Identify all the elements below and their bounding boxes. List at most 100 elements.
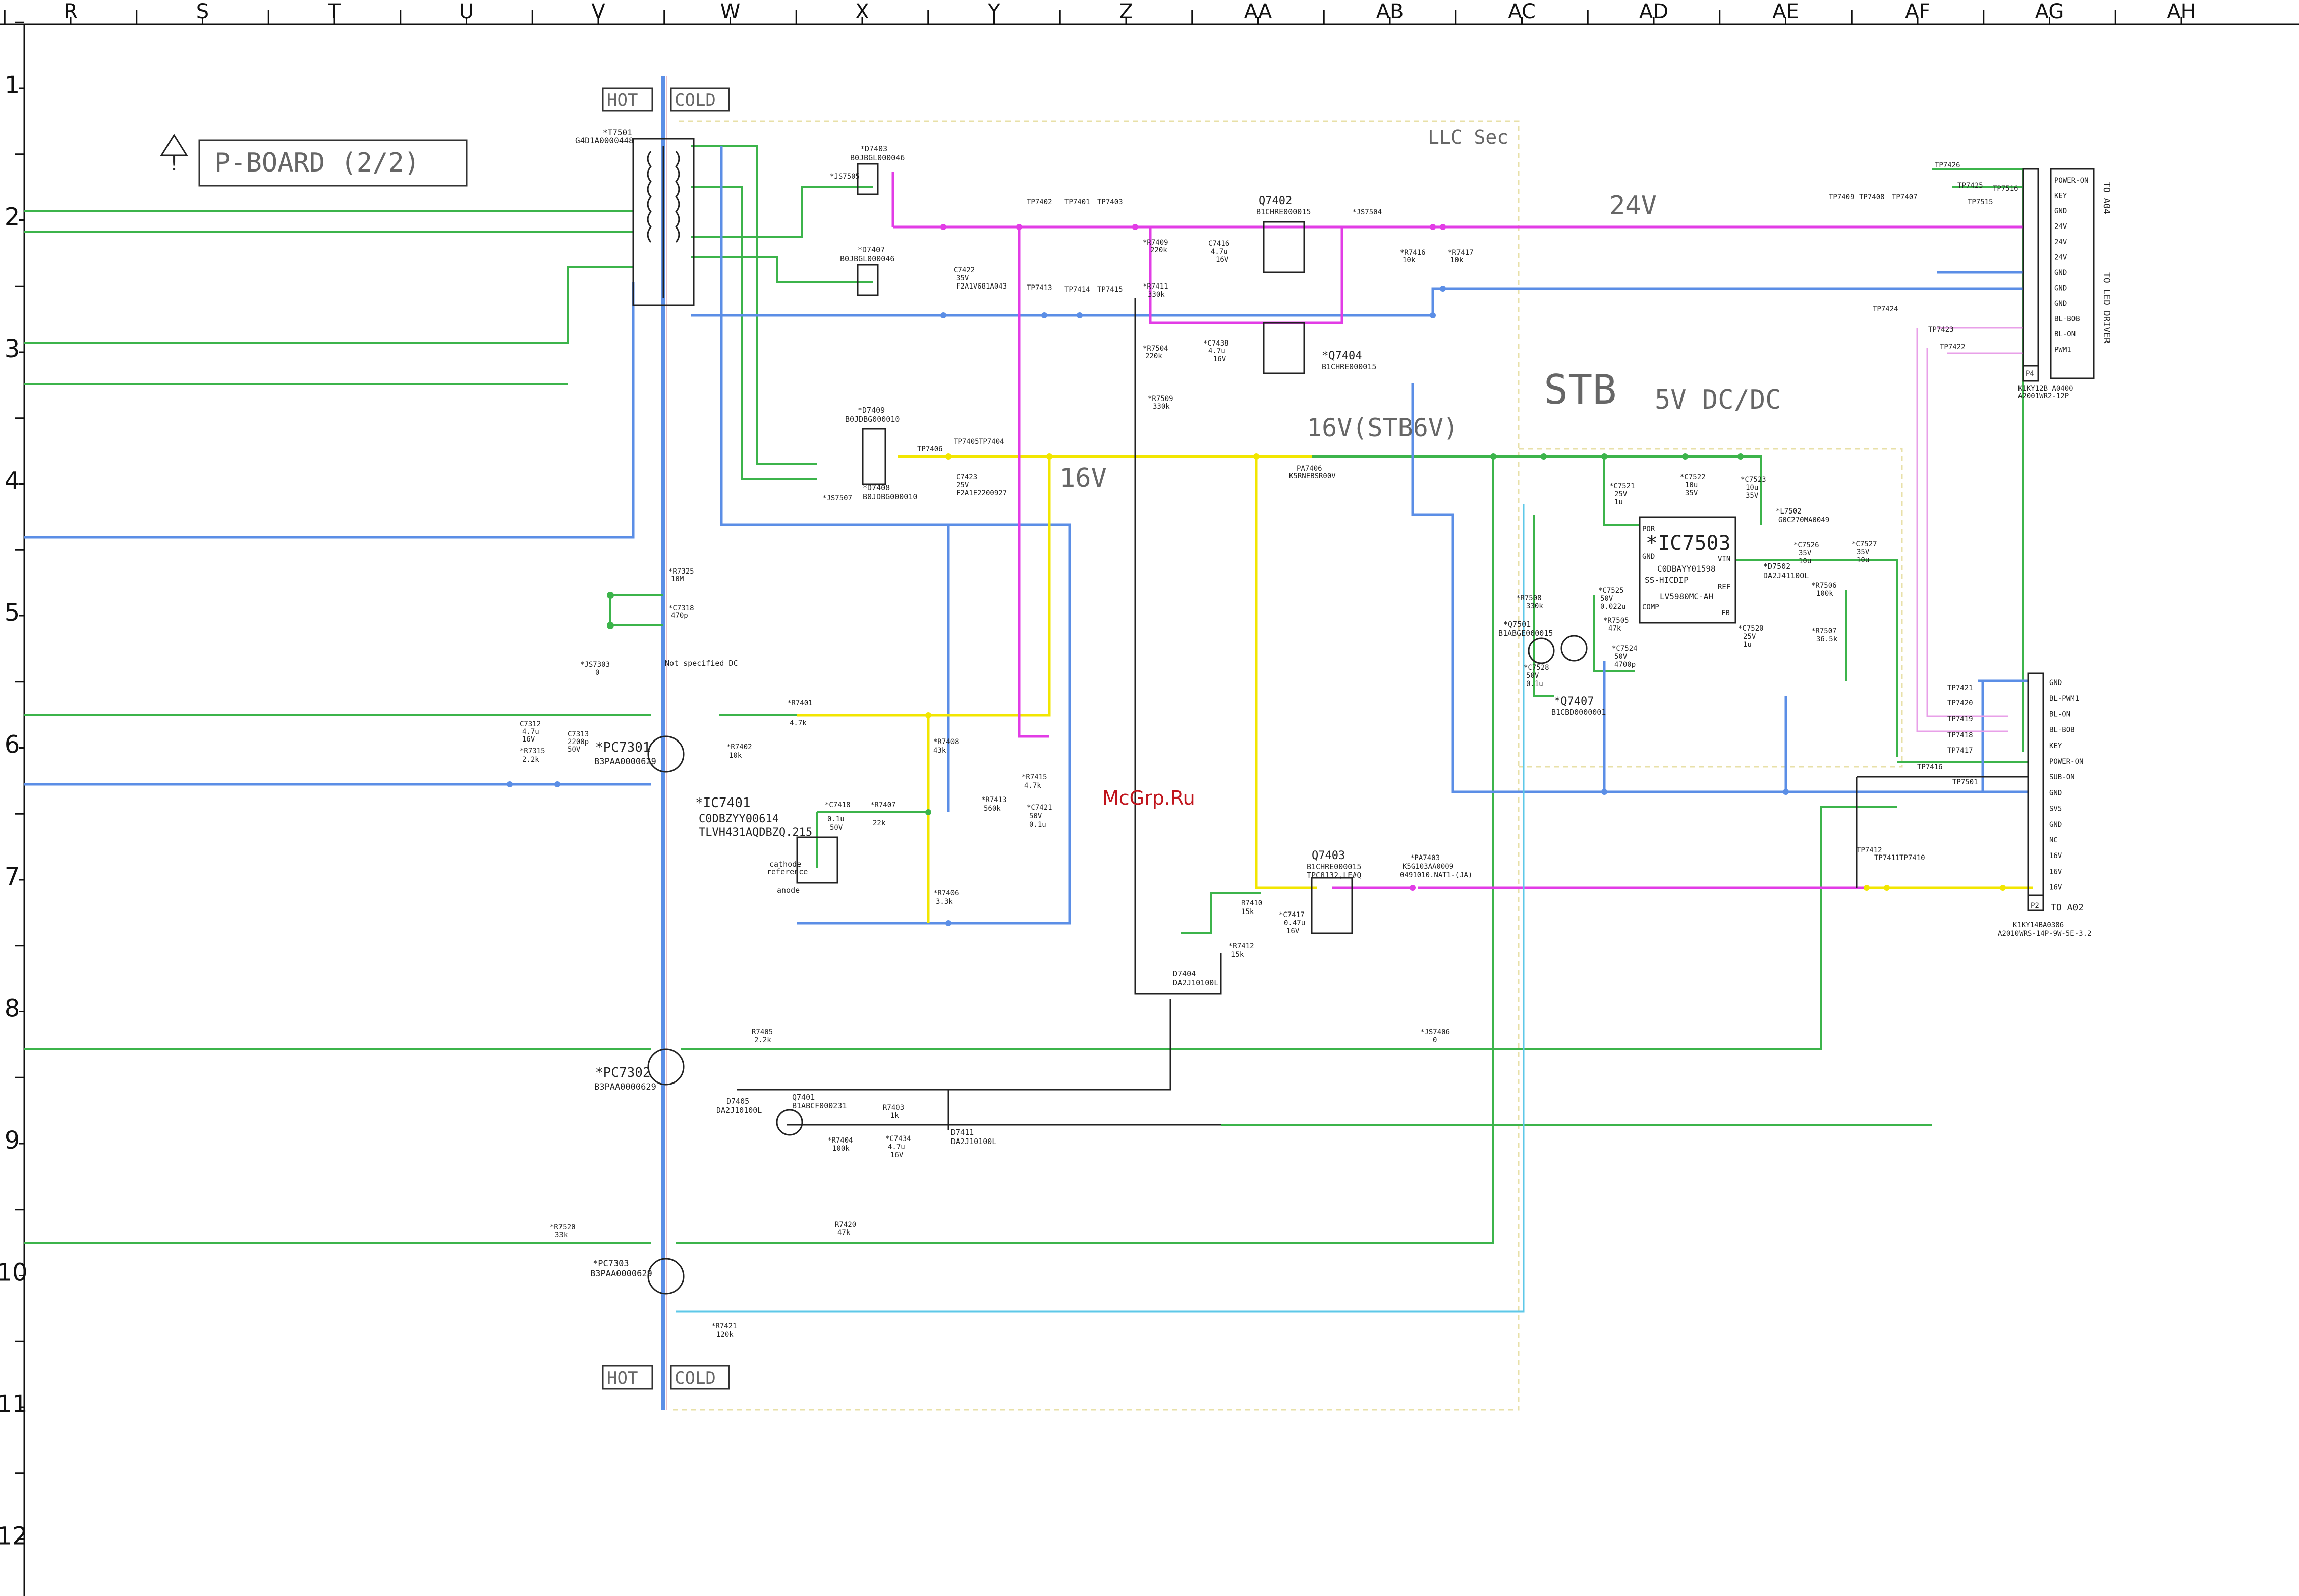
c7524-p: 4700p (1614, 661, 1636, 669)
r7416-ref: *R7416 (1400, 249, 1426, 257)
d7411-ref: D7411 (951, 1128, 974, 1137)
tp7401: TP7401 (1064, 198, 1090, 206)
r7325-v: 10M (671, 575, 684, 583)
tp7423: TP7423 (1928, 326, 1954, 334)
p2-pin-10: GND (2049, 821, 2062, 829)
r7413-v: 560k (984, 805, 1001, 813)
d7411-part: DA2J10100L (951, 1137, 996, 1146)
tp7415: TP7415 (1097, 286, 1123, 294)
stb-label: STB (1544, 366, 1617, 413)
pa7406-p: K5RNEBSR00V (1289, 472, 1336, 480)
r7506-v: 100k (1816, 590, 1833, 598)
p2-pin-8: GND (2049, 789, 2062, 797)
c7417-p: 16V (1286, 927, 1300, 935)
d7409-ref: *D7409 (858, 406, 885, 415)
p2-pin-1: GND (2049, 679, 2062, 687)
r7415-ref: *R7415 (1022, 773, 1047, 781)
r7413-ref: *R7413 (981, 796, 1007, 804)
mosfet-symbols (796, 163, 1353, 934)
ic7401-reference: reference (767, 867, 808, 876)
border-ticks (4, 10, 2182, 1540)
r7405-v: 2.2k (754, 1036, 771, 1044)
pc7303-part: B3PAA0000629 (590, 1269, 652, 1279)
row-number-8: 8 (5, 995, 20, 1023)
pc7302-ref: *PC7302 (595, 1065, 651, 1080)
optocoupler-symbols (647, 635, 1588, 1295)
ic7401-anode: anode (777, 886, 800, 895)
ic7401-part1: C0DBZYY00614 (699, 813, 779, 825)
c7523-v: 10u (1746, 484, 1758, 492)
r7402-v: 10k (729, 752, 742, 760)
row-number-4: 4 (5, 467, 20, 495)
r7506-ref: *R7506 (1811, 582, 1837, 590)
c7523-p: 35V (1746, 492, 1759, 500)
c7421-v: 50V (1029, 812, 1042, 820)
area-boundaries (671, 120, 1903, 1411)
row-number-11: 11 (0, 1390, 28, 1418)
r7507-ref: *R7507 (1811, 627, 1837, 635)
p4-part1: K1KY12B A0400 (2018, 385, 2073, 393)
connector-p2-pins: GNDBL-PWM1BL-ONBL-BOBKEYPOWER-ONSUB-ONGN… (2049, 679, 2083, 892)
jb7303-v: 0 (595, 669, 599, 677)
jb7303-ref: *JS7303 (580, 661, 610, 669)
connector-p4-labels: TO A04 TO LED DRIVER P4 K1KY12B A0400 A2… (2018, 182, 2112, 401)
tp7501: TP7501 (1952, 778, 1978, 786)
r7315-v: 2.2k (522, 756, 539, 764)
c7525-ref: *C7525 (1598, 587, 1624, 595)
c7525-v: 50V (1600, 595, 1613, 603)
t7501-ref: *T7501 (603, 128, 632, 137)
q7404-ref: *Q7404 (1322, 350, 1362, 362)
row-number-3: 3 (5, 335, 20, 363)
c7312-v: 4.7u (522, 728, 539, 736)
pa7403-p2: 0491010.NAT1-(JA) (1400, 871, 1472, 879)
p4-pin-2: KEY (2054, 192, 2067, 200)
r7404-ref: *R7404 (827, 1136, 853, 1145)
green-nets (24, 145, 2028, 1244)
pc7303-ref: *PC7303 (593, 1259, 629, 1269)
transformer-t7501 (632, 138, 695, 306)
q7403-ref: Q7403 (1312, 849, 1345, 862)
tp7414: TP7414 (1064, 286, 1090, 294)
row-number-1: 1 (5, 71, 20, 99)
r7406-ref: *R7406 (933, 889, 959, 897)
c7527-v: 35V (1857, 548, 1870, 556)
tp7420: TP7420 (1947, 699, 1973, 707)
isolation-barrier (661, 76, 667, 1410)
p2-pin-13: 16V (2049, 868, 2062, 876)
tp7424: TP7424 (1873, 305, 1898, 313)
r7401-ref: *R7401 (787, 699, 813, 707)
tp7410: TP7410 (1899, 854, 1925, 862)
r7410-v: 15k (1241, 908, 1254, 916)
r7402-ref: *R7402 (726, 743, 752, 751)
p4-pin-6: 24V (2054, 254, 2067, 262)
c7522-v: 10u (1685, 481, 1698, 489)
q7407-part: B1CBD0000001 (1551, 708, 1606, 717)
c7521-v: 25V (1614, 490, 1628, 498)
p4-pin-12: PWM1 (2054, 346, 2071, 354)
cyan-nets (676, 504, 1525, 1313)
p4-pin-11: BL-ON (2054, 330, 2076, 338)
ic7503-body (1639, 516, 1736, 624)
board-title-box: ! (160, 134, 468, 187)
passive-labels: C7422 35V F2A1V681A043 C7423 25V F2A1E22… (520, 173, 1877, 1339)
tp7405: TP7405 (954, 438, 979, 446)
pc7301-ref: *PC7301 (595, 740, 651, 755)
r7507-v: 36.5k (1816, 635, 1838, 643)
c7438-ref: *C7438 (1203, 339, 1229, 348)
r7508-ref: *R7508 (1516, 594, 1542, 602)
c7438-p: 16V (1213, 355, 1226, 363)
tp7416: TP7416 (1917, 763, 1943, 771)
q7403-part1: B1CHRE000015 (1307, 862, 1361, 871)
p4-part2: A2001WR2-12P (2018, 392, 2069, 401)
tp7406: TP7406 (917, 445, 943, 453)
r7408-v: 43k (933, 747, 946, 755)
r7421-v: 120k (716, 1331, 734, 1339)
c7421-p: 0.1u (1029, 821, 1046, 829)
ic7503-pin-por: POR (1642, 525, 1655, 533)
r7417-ref: *R7417 (1448, 249, 1474, 257)
r7415-v: 4.7k (1024, 782, 1041, 790)
r7509-ref: *R7509 (1148, 395, 1173, 403)
ic7503-pin-gnd: GND (1642, 553, 1655, 561)
pa7403-p1: K5G103AA0009 (1403, 863, 1453, 871)
r7403-v: 1k (890, 1112, 899, 1120)
